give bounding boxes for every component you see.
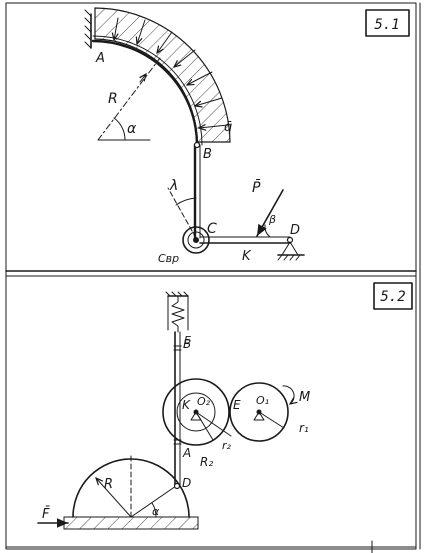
problem-number-5-2: 5.2 <box>380 289 405 305</box>
radius-line-r <box>97 57 161 141</box>
label-d: D <box>290 223 300 238</box>
pin-support-d <box>277 236 305 261</box>
force-p-arrow <box>256 189 284 238</box>
label-m: M <box>299 390 310 405</box>
label-big-r2: R₂ <box>200 455 213 469</box>
figure-5-1: 5.1 <box>84 7 410 265</box>
label-q: q̄ <box>224 120 232 135</box>
label-k-5-2: K <box>182 398 191 412</box>
label-c-spring: Cвр <box>158 252 179 265</box>
label-a-5-2: A <box>182 446 191 460</box>
label-alpha: α <box>127 121 137 137</box>
problem-number-box-5-2: 5.2 <box>373 282 413 310</box>
label-e: E <box>233 398 241 412</box>
problem-number-box-5-1: 5.1 <box>365 9 410 37</box>
label-e-top: E <box>184 334 191 347</box>
angle-lambda-mark <box>167 187 197 239</box>
label-f: F̄ <box>42 507 50 522</box>
label-alpha-5-2: α <box>152 505 160 518</box>
curved-beam-ab <box>91 39 199 147</box>
label-r2: r₂ <box>222 439 232 452</box>
label-r-5-2: R <box>104 477 113 492</box>
moment-m-arrow <box>282 385 294 404</box>
wall-support-a <box>84 9 92 49</box>
rod-bc <box>193 141 201 240</box>
label-p: P̄ <box>252 178 261 196</box>
distributed-load-q <box>94 7 231 143</box>
label-o2: O₂ <box>197 395 211 408</box>
label-beta: β <box>268 213 276 226</box>
label-r: R <box>108 91 118 107</box>
label-b: B <box>203 147 212 162</box>
label-lambda: λ <box>169 178 178 194</box>
label-c: C <box>207 221 217 237</box>
label-a: A <box>95 51 105 66</box>
problem-number-5-1: 5.1 <box>374 17 399 33</box>
label-b-5-2: B <box>183 337 191 351</box>
page-frame <box>5 2 421 553</box>
beam-cd <box>199 236 291 244</box>
label-k: K <box>242 249 252 264</box>
label-d-5-2: D <box>182 476 191 490</box>
gear-o2 <box>162 378 232 446</box>
figure-5-2: 5.2 <box>37 282 413 530</box>
label-o1: O₁ <box>256 394 269 407</box>
semicircle-body <box>63 454 199 530</box>
ceiling-spring <box>165 291 189 333</box>
spiral-spring-c <box>182 226 210 254</box>
gear-o1 <box>229 382 289 442</box>
label-r1: r₁ <box>299 421 309 435</box>
